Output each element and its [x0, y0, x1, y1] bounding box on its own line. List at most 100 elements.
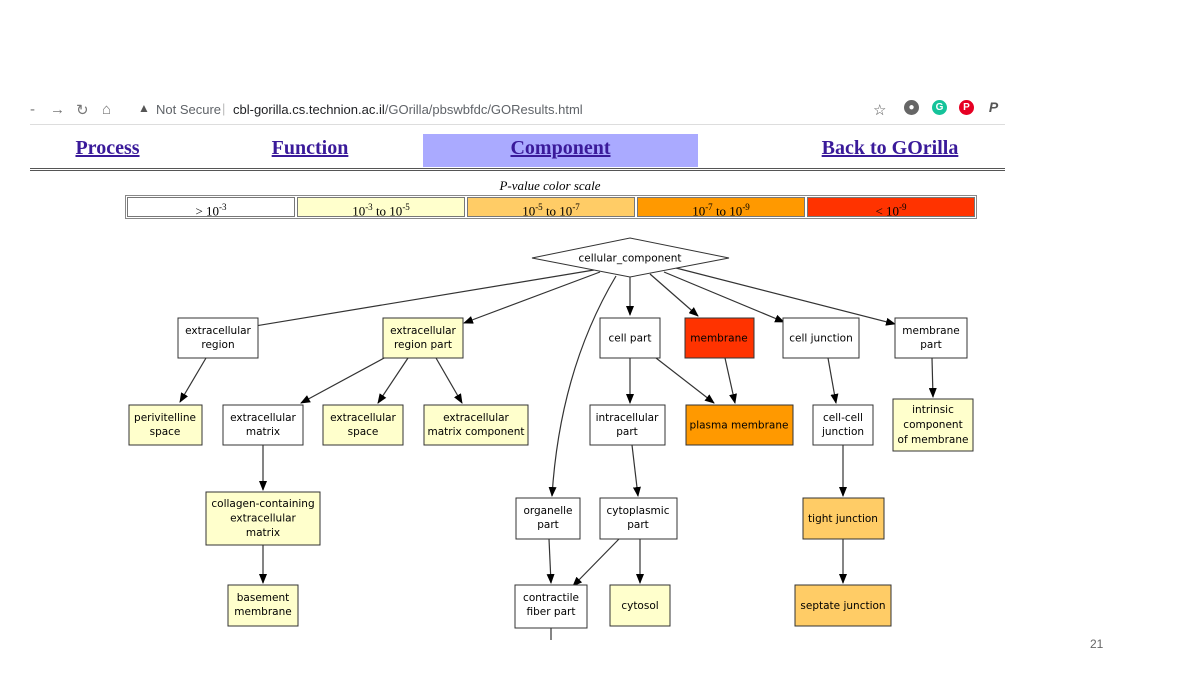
- edge: [928, 357, 937, 398]
- scale-bin-4: 10-7 to 10-9: [637, 197, 805, 218]
- node-extracellular-space[interactable]: extracellular space: [322, 404, 404, 446]
- browser-address-bar: - → ↻ ⌂ ▲ Not Secure | cbl-gorilla.cs.te…: [30, 98, 1005, 122]
- paypal-icon[interactable]: P: [988, 99, 999, 115]
- scale-title: P-value color scale: [499, 178, 601, 193]
- edge: [724, 357, 737, 404]
- edge: [179, 357, 207, 403]
- node-label: contractile: [523, 592, 579, 604]
- bookmark-star-icon[interactable]: ☆: [873, 102, 887, 119]
- scale-bin-3: 10-5 to 10-7: [467, 197, 635, 218]
- browser-divider: [30, 124, 1005, 125]
- tab-process[interactable]: Process: [75, 137, 140, 159]
- node-label: cell junction: [789, 333, 853, 345]
- edge: [435, 357, 463, 404]
- edge: [663, 271, 785, 323]
- go-graph: cellular_component extracellular region …: [128, 237, 974, 640]
- warning-icon: ▲: [138, 101, 150, 115]
- node-label: of membrane: [898, 434, 969, 446]
- node-label: extracellular: [230, 412, 296, 424]
- node-extracellular-matrix[interactable]: extracellular matrix: [222, 404, 304, 446]
- graph-edges: [179, 267, 937, 640]
- node-label: space: [348, 426, 379, 438]
- node-membrane[interactable]: membrane: [684, 317, 755, 359]
- url-path: /GOrilla/pbswbfdc/GOResults.html: [384, 102, 583, 117]
- node-intracellular-part[interactable]: intracellular part: [589, 404, 666, 446]
- pvalue-color-scale: > 10-3 10-3 to 10-5 10-5 to 10-7 10-7 to…: [125, 195, 977, 219]
- home-icon[interactable]: ⌂: [102, 101, 112, 118]
- node-contractile-fiber-part[interactable]: contractile fiber part: [514, 584, 588, 629]
- scale-bin-5: < 10-9: [807, 197, 975, 218]
- node-label: organelle: [523, 505, 572, 517]
- edge: [655, 357, 715, 404]
- node-plasma-membrane[interactable]: plasma membrane: [685, 404, 794, 446]
- node-label: region part: [394, 339, 452, 351]
- node-label: part: [627, 519, 649, 531]
- node-label: basement: [237, 592, 290, 604]
- node-label: membrane: [690, 333, 747, 345]
- node-extracellular-region-part[interactable]: extracellular region part: [382, 317, 464, 359]
- ontology-nav: Process Function Component Back to GOril…: [30, 134, 1005, 167]
- nav-divider: [30, 168, 1005, 171]
- extension-circle-icon[interactable]: ●: [904, 100, 919, 115]
- slide-number: 21: [1090, 637, 1104, 651]
- node-label: cell-cell: [823, 412, 863, 424]
- node-label: part: [616, 426, 638, 438]
- node-tight-junction[interactable]: tight junction: [802, 497, 885, 540]
- node-label: extracellular: [330, 412, 396, 424]
- node-label: membrane: [902, 325, 959, 337]
- pinterest-icon[interactable]: P: [959, 100, 974, 115]
- url-field[interactable]: cbl-gorilla.cs.technion.ac.il/GOrilla/pb…: [233, 102, 583, 117]
- node-label: septate junction: [800, 600, 885, 612]
- node-label: extracellular: [390, 325, 456, 337]
- tab-component[interactable]: Component: [423, 134, 698, 167]
- node-label: part: [920, 339, 942, 351]
- edge: [463, 271, 601, 324]
- edge: [300, 356, 387, 404]
- back-to-gorilla-link[interactable]: Back to GOrilla: [821, 137, 959, 159]
- grammarly-icon[interactable]: G: [932, 100, 947, 115]
- node-cytoplasmic-part[interactable]: cytoplasmic part: [599, 497, 678, 540]
- node-label: plasma membrane: [690, 420, 789, 432]
- node-cell-part[interactable]: cell part: [599, 317, 661, 359]
- node-perivitelline-space[interactable]: perivitelline space: [128, 404, 203, 446]
- tab-function[interactable]: Function: [271, 137, 349, 159]
- node-cytosol[interactable]: cytosol: [609, 584, 671, 627]
- scale-bin-2: 10-3 to 10-5: [297, 197, 465, 218]
- node-label: extracellular: [185, 325, 251, 337]
- node-label: intracellular: [596, 412, 660, 424]
- node-label: fiber part: [527, 606, 576, 618]
- node-extracellular-region[interactable]: extracellular region: [177, 317, 259, 359]
- reload-icon[interactable]: ↻: [76, 102, 89, 119]
- node-label: cytoplasmic: [607, 505, 670, 517]
- node-label: matrix: [246, 426, 280, 438]
- node-label: part: [537, 519, 559, 531]
- node-organelle-part[interactable]: organelle part: [515, 497, 581, 540]
- node-label: extracellular: [443, 412, 509, 424]
- edge: [572, 538, 620, 587]
- url-host: cbl-gorilla.cs.technion.ac.il: [233, 102, 385, 117]
- back-arrow-icon[interactable]: -: [30, 101, 35, 118]
- node-label: cell part: [609, 333, 652, 345]
- forward-arrow-icon[interactable]: →: [50, 101, 65, 118]
- node-label: junction: [821, 426, 864, 438]
- edge: [631, 444, 641, 497]
- node-intrinsic-component-of-membrane[interactable]: intrinsic component of membrane: [892, 398, 974, 452]
- node-membrane-part[interactable]: membrane part: [894, 317, 968, 359]
- node-cell-cell-junction[interactable]: cell-cell junction: [812, 404, 874, 446]
- not-secure-label[interactable]: Not Secure: [156, 102, 222, 117]
- edge: [649, 273, 699, 317]
- node-cell-junction[interactable]: cell junction: [782, 317, 860, 359]
- node-label: component: [903, 419, 962, 431]
- node-label: collagen-containing: [211, 498, 314, 510]
- edge: [827, 357, 839, 404]
- node-collagen-containing-extracellular-matrix[interactable]: collagen-containing extracellular matrix: [205, 491, 321, 546]
- node-extracellular-matrix-component[interactable]: extracellular matrix component: [423, 404, 529, 446]
- node-septate-junction[interactable]: septate junction: [794, 584, 892, 627]
- edge: [546, 538, 555, 584]
- node-label: matrix: [246, 527, 280, 539]
- node-label: space: [150, 426, 181, 438]
- node-label: extracellular: [230, 513, 296, 525]
- edge: [377, 357, 409, 404]
- node-cellular-component[interactable]: cellular_component: [531, 237, 730, 278]
- node-basement-membrane[interactable]: basement membrane: [227, 584, 299, 627]
